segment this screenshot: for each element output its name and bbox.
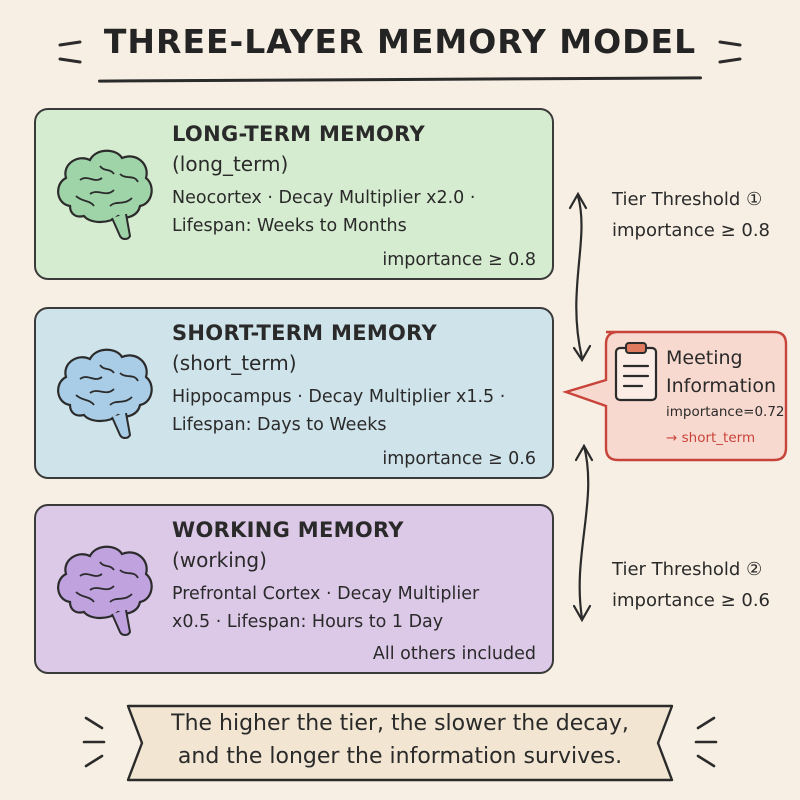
footer-line: The higher the tier, the slower the deca…	[171, 711, 629, 736]
tier-name: WORKING MEMORY	[172, 518, 404, 542]
arrow-long-short-icon	[575, 194, 584, 360]
page-title: THREE-LAYER MEMORY MODEL	[103, 22, 697, 61]
tier-short-term: SHORT-TERM MEMORY (short_term) Hippocamp…	[34, 307, 554, 479]
tier-threshold: importance ≥ 0.8	[382, 250, 536, 270]
brain-icon	[57, 149, 153, 240]
tier-desc-line: Neocortex · Decay Multiplier x2.0 ·	[172, 188, 476, 208]
footer-banner	[126, 704, 674, 782]
footer-deco-right-icon	[694, 716, 718, 768]
tier-description: Neocortex · Decay Multiplier x2.0 · Life…	[172, 184, 542, 240]
tier-long-term: LONG-TERM MEMORY (long_term) Neocortex ·…	[34, 108, 554, 280]
side-threshold-2: Tier Threshold ② importance ≥ 0.6	[612, 554, 770, 616]
tier-desc-line: Lifespan: Days to Weeks	[172, 415, 387, 435]
tier-threshold: All others included	[372, 644, 536, 664]
tier-key: (working)	[172, 548, 267, 572]
side-threshold-value: importance ≥ 0.6	[612, 590, 770, 611]
tier-desc-line: Prefrontal Cortex · Decay Multiplier	[172, 584, 480, 604]
brain-icon	[57, 545, 153, 636]
side-threshold-label: Tier Threshold ①	[612, 189, 763, 210]
title-deco-right-icon	[718, 40, 742, 64]
tier-key: (long_term)	[172, 152, 289, 176]
tier-threshold: importance ≥ 0.6	[382, 449, 536, 469]
title-deco-left-icon	[58, 40, 82, 64]
tier-name: LONG-TERM MEMORY	[172, 122, 425, 146]
tier-description: Hippocampus · Decay Multiplier x1.5 · Li…	[172, 383, 542, 439]
callout-title-line: Information	[666, 375, 776, 397]
side-threshold-value: importance ≥ 0.8	[612, 220, 770, 241]
tier-desc-line: x0.5 · Lifespan: Hours to 1 Day	[172, 612, 444, 632]
callout-title: Meeting Information	[666, 344, 776, 400]
tier-key: (short_term)	[172, 351, 297, 375]
callout-importance: importance=0.72	[666, 404, 785, 420]
callout-route: → short_term	[666, 430, 756, 446]
callout-title-line: Meeting	[666, 347, 743, 369]
tier-name: SHORT-TERM MEMORY	[172, 321, 438, 345]
tier-working: WORKING MEMORY (working) Prefrontal Cort…	[34, 504, 554, 674]
clipboard-icon	[614, 342, 658, 402]
side-threshold-label: Tier Threshold ②	[612, 559, 763, 580]
arrow-short-working-icon	[578, 444, 590, 620]
footer-line: and the longer the information survives.	[177, 744, 623, 769]
footer-deco-left-icon	[82, 716, 106, 768]
brain-icon	[57, 348, 153, 439]
footer-text: The higher the tier, the slower the deca…	[150, 707, 650, 773]
side-threshold-1: Tier Threshold ① importance ≥ 0.8	[612, 184, 770, 246]
tier-description: Prefrontal Cortex · Decay Multiplier x0.…	[172, 580, 542, 636]
tier-desc-line: Lifespan: Weeks to Months	[172, 216, 407, 236]
tier-desc-line: Hippocampus · Decay Multiplier x1.5 ·	[172, 387, 506, 407]
